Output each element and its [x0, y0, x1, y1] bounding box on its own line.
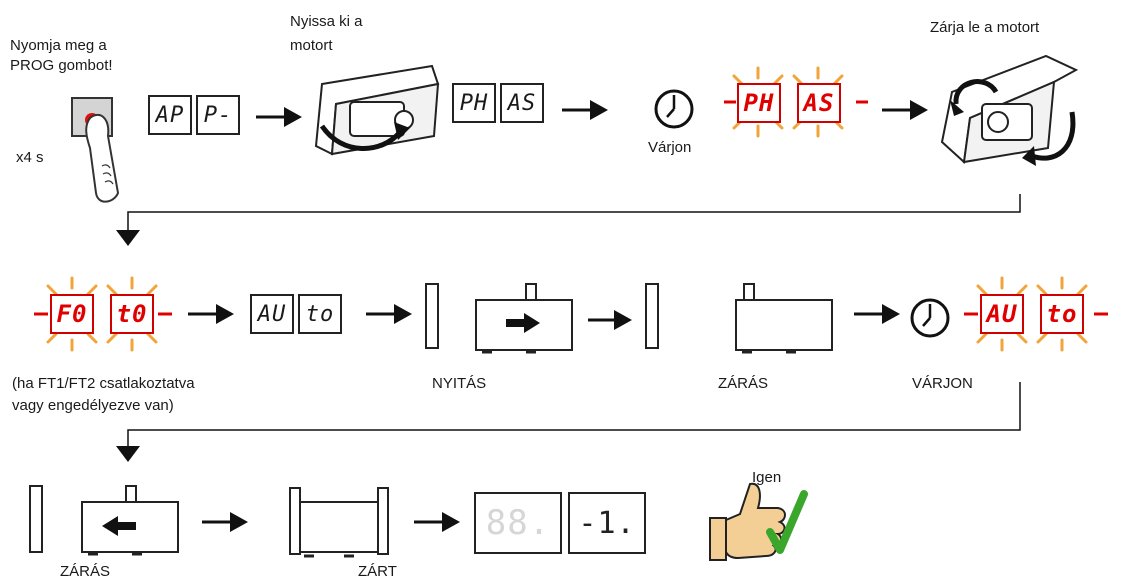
arrow-right-icon: [882, 100, 928, 120]
motor-unlock-illustration: [314, 64, 440, 156]
clock-icon: [654, 89, 694, 129]
display-as: AS: [500, 83, 544, 123]
display-p-dash: P-: [196, 95, 240, 135]
display-ph-blinking: PH: [737, 83, 781, 123]
arrow-right-icon: [562, 100, 608, 120]
finger-icon: [85, 113, 120, 203]
lock-icon: [987, 111, 1009, 133]
gate-leaf: [735, 299, 833, 351]
gate-leaf: [299, 501, 379, 553]
gate-closing-illustration: [735, 283, 833, 354]
closing-label: ZÁRÁS: [718, 375, 769, 392]
flow-connector-2: [116, 382, 1021, 462]
prog-button-press-illustration: [71, 97, 120, 203]
arrow-right-icon: [188, 304, 234, 324]
closed-label: ZÁRT: [358, 563, 397, 580]
blink-sparks: [34, 276, 172, 352]
instruction-lock-motor: Zárja le a motort: [930, 19, 1040, 36]
display-to: to: [298, 294, 342, 334]
display-final-code: -1.: [568, 492, 646, 554]
display-ph: PH: [452, 83, 496, 123]
instruction-open-motor-line2: motort: [290, 37, 333, 54]
display-t0-blinking: t0: [110, 294, 154, 334]
arrow-right-icon: [854, 304, 900, 324]
gate-post: [425, 283, 439, 349]
flow-connector-1: [116, 194, 1021, 246]
display-ap: AP: [148, 95, 192, 135]
instruction-press-prog-line2: PROG gombot!: [10, 57, 113, 74]
arrow-right-icon: [414, 512, 460, 532]
arrow-right-icon: [202, 512, 248, 532]
display-f0-blinking: F0: [50, 294, 94, 334]
display-to-blinking: to: [1040, 294, 1084, 334]
motor-lock-illustration: [940, 54, 1079, 166]
gate-opening-illustration: [425, 283, 659, 354]
display-au-blinking: AU: [980, 294, 1024, 334]
hold-time-label: x4 s: [16, 149, 44, 166]
display-all-segments: 88.: [474, 492, 562, 554]
display-as-blinking: AS: [797, 83, 841, 123]
confirm-label: Igen: [752, 469, 782, 486]
opening-label: NYITÁS: [432, 375, 487, 392]
gate-post: [645, 283, 659, 349]
check-icon: [766, 490, 808, 554]
instruction-press-prog-line1: Nyomja meg a: [10, 37, 107, 54]
arrow-left-icon: [102, 516, 136, 536]
closing-label-row3: ZÁRÁS: [60, 563, 111, 580]
blink-sparks: [964, 276, 1108, 352]
thumbs-up-illustration: [709, 482, 808, 561]
photocell-note-line1: (ha FT1/FT2 csatlakoztatva: [12, 375, 195, 392]
gate-post: [29, 485, 43, 553]
wait-label-caps: VÁRJON: [912, 375, 973, 392]
arrow-right-icon: [588, 310, 632, 330]
photocell-note-line2: vagy engedélyezve van): [12, 397, 174, 414]
gate-closing-illustration: [29, 485, 179, 556]
gate-closed-illustration: [289, 487, 389, 558]
arrow-right-icon: [256, 107, 302, 127]
instruction-open-motor-line1: Nyissa ki a: [290, 13, 363, 30]
clock-icon: [910, 298, 950, 338]
wait-label: Várjon: [648, 139, 692, 156]
display-au: AU: [250, 294, 294, 334]
arrow-right-icon: [366, 304, 412, 324]
arrow-right-icon: [506, 313, 540, 333]
